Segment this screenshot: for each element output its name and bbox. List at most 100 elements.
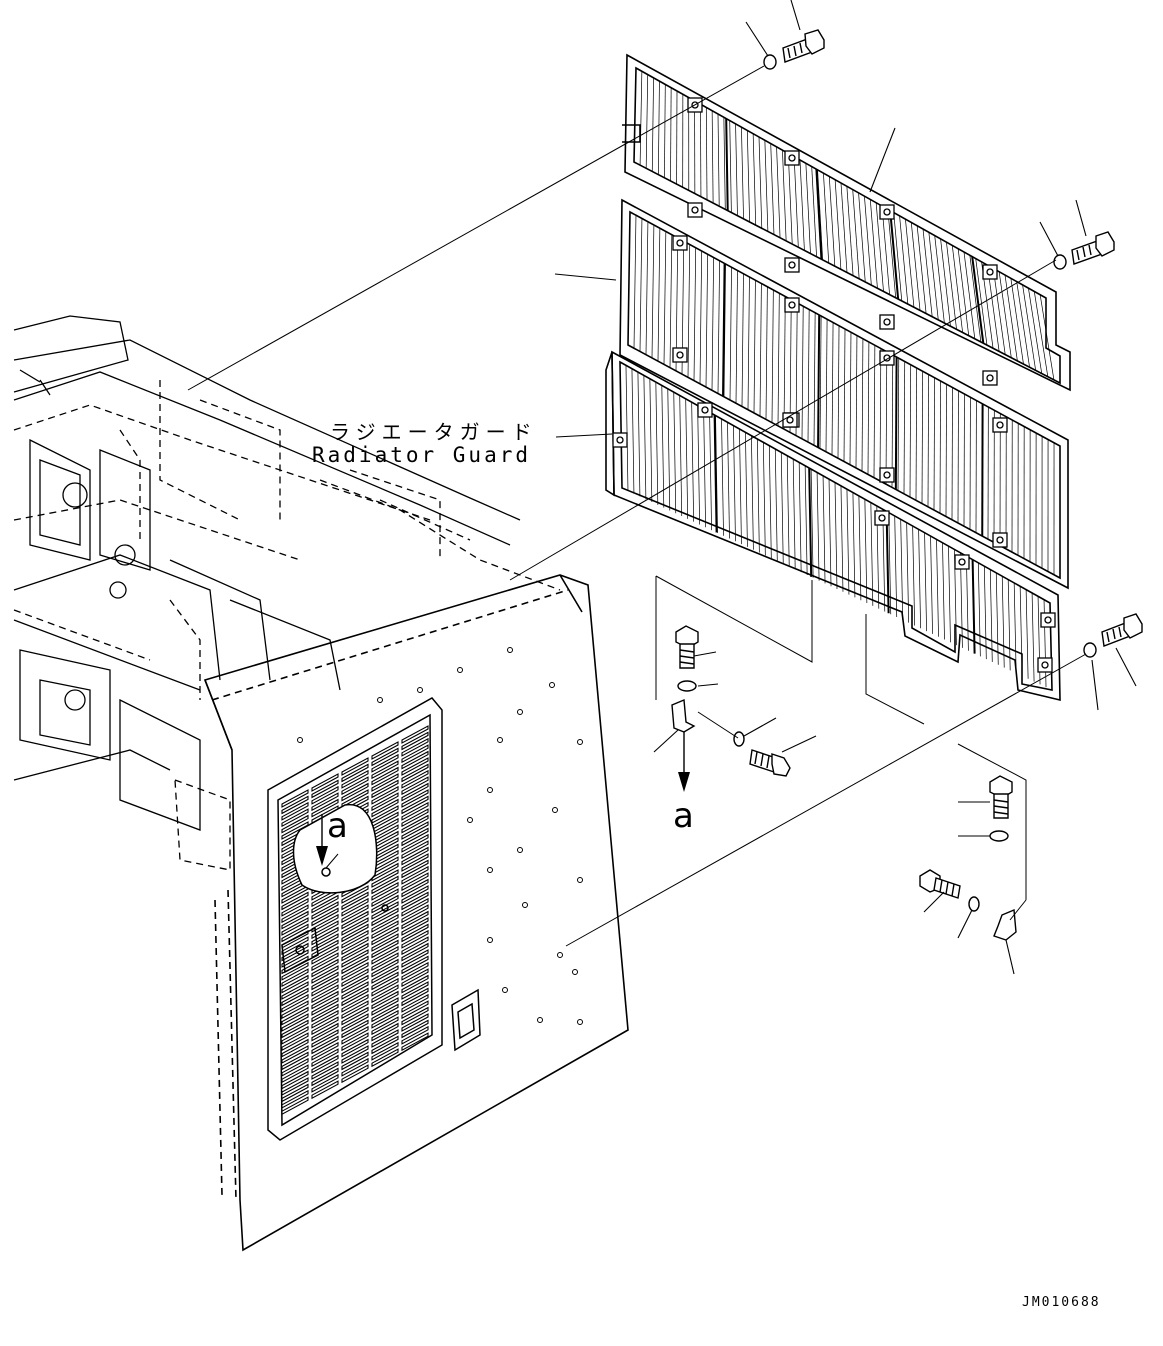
guard-rib [1017, 282, 1030, 368]
panel-hole [550, 683, 555, 688]
guard-mount-hole [879, 515, 885, 521]
guard-stiffener [973, 560, 975, 654]
figure-id: JM010688 [1022, 1295, 1101, 1310]
guard-rib [754, 280, 755, 413]
bracket-left [672, 700, 694, 732]
guard-mount-hole [787, 417, 793, 423]
guard-mount-hole [884, 319, 890, 325]
guard-rib [646, 222, 648, 355]
guard-rib [929, 232, 938, 320]
guard-mount-hole [702, 407, 708, 413]
panel-hole [508, 648, 513, 653]
guard-rib [736, 271, 738, 404]
guard-rib [928, 375, 929, 507]
guard-rib [706, 254, 708, 387]
guard-rib [993, 268, 1005, 354]
guard-rib [802, 306, 803, 439]
guard-mount-hole [1042, 662, 1048, 668]
panel-hole [418, 688, 423, 693]
machine-frame [14, 316, 560, 870]
panel-hole [503, 988, 508, 993]
guard-rib [832, 323, 833, 456]
guard-stiffener [890, 211, 898, 299]
guard-rib [634, 215, 636, 348]
guard-mount-hole [677, 352, 683, 358]
washer-bracket-left-side [734, 732, 744, 746]
guard-rib [656, 382, 658, 505]
guard-mount-hole [987, 269, 993, 275]
guard-rib [674, 392, 676, 513]
guard-rib [718, 114, 719, 206]
guard-mount-hole [617, 437, 623, 443]
guard-rib [808, 310, 809, 443]
guard-rib [644, 375, 646, 499]
guard-rib [923, 229, 932, 317]
guard-rib [730, 121, 732, 213]
panel-hole [518, 848, 523, 853]
guard-rib [946, 384, 947, 516]
guard-rib [847, 186, 853, 275]
guard-rib [700, 251, 702, 384]
guard-rib [859, 193, 866, 282]
guard-rib [763, 442, 765, 555]
guard-rib [841, 183, 847, 273]
guard-rib [706, 107, 707, 199]
guard-rib [777, 147, 780, 238]
guard-rib [966, 556, 968, 651]
panel-hole [518, 710, 523, 715]
guard-rib [800, 160, 804, 250]
panel-hole [573, 970, 578, 975]
guard-rib [1020, 586, 1022, 676]
washer-right-upper [1054, 255, 1066, 269]
guard-rib [769, 446, 771, 558]
washer-right-lower [1084, 643, 1096, 657]
guard-rib [829, 176, 835, 266]
guard-rib [943, 543, 945, 640]
callout-a-lower: a [673, 796, 694, 836]
guard-rib [1011, 278, 1024, 364]
guard-rib [778, 293, 779, 426]
guard-mount-hole [997, 537, 1003, 543]
guard-rib [904, 362, 905, 494]
radiator-guard-title-en: Radiator Guard [312, 443, 531, 467]
guard-rib [626, 365, 628, 490]
bracket-right [994, 910, 1016, 940]
guard-rib [898, 358, 899, 490]
panel-hole [298, 738, 303, 743]
guard-rib [741, 127, 743, 219]
callout-a-upper: a [327, 806, 348, 846]
guard-stiffener [818, 315, 819, 448]
guard-rib [664, 84, 665, 177]
guard-rib [751, 436, 753, 550]
guard-rib [730, 267, 732, 400]
guard-rib [864, 196, 871, 285]
guard-rib [775, 449, 777, 561]
guard-rib [826, 319, 827, 452]
guard-rib [812, 167, 817, 257]
guard-rib [925, 533, 927, 631]
guard-rib [747, 130, 749, 222]
guard-rib [835, 483, 837, 590]
guard-rib [829, 479, 831, 586]
guard-rib [874, 345, 875, 477]
guard-mount-hole [959, 559, 965, 565]
guard-mount-hole [1045, 617, 1051, 623]
guard-rib [806, 163, 811, 253]
guard-rib [650, 379, 652, 502]
guard-rib [664, 232, 666, 365]
guard-rib [700, 104, 701, 197]
guard-rib [784, 297, 785, 430]
radiator-guard-lower-panel [606, 352, 1060, 700]
guard-rib [850, 332, 851, 464]
guard-rib [886, 352, 887, 484]
bolt-right-lower [1102, 614, 1142, 646]
guard-stiffener [809, 468, 811, 577]
grille-door [268, 698, 480, 1140]
guard-rib [766, 287, 767, 420]
guard-rib [710, 412, 712, 530]
guard-rib [742, 274, 743, 407]
guard-stiffener [896, 357, 897, 489]
guard-rib [658, 81, 659, 174]
panel-hole [558, 953, 563, 958]
